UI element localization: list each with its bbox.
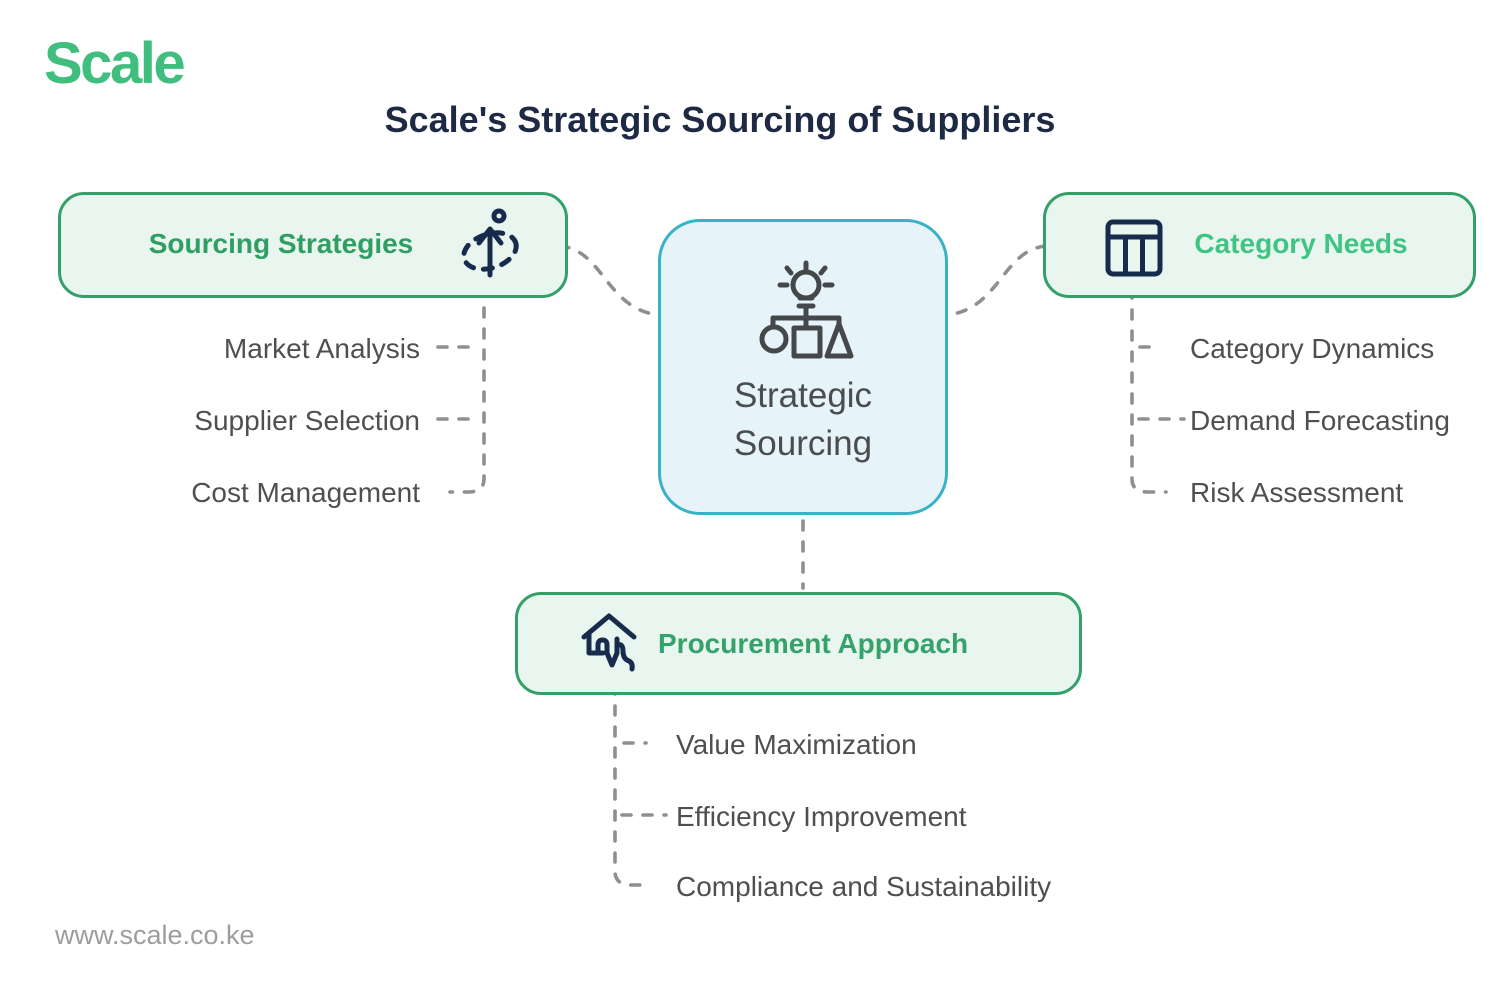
branch-label-procurement-approach: Procurement Approach [658,628,969,659]
list-item-efficiency-improvement: Efficiency Improvement [676,801,967,832]
list-item-category-dynamics: Category Dynamics [1190,333,1435,364]
center-node-strategic-sourcing: Strategic Sourcing [658,219,948,515]
branch-label-category-needs: Category Needs [1194,228,1408,259]
list-item-risk-assessment: Risk Assessment [1190,477,1404,508]
list-item-cost-management: Cost Management [191,477,420,508]
center-node-label-line1: Strategic [733,376,873,415]
center-node-label-line2: Sourcing [733,424,873,463]
list-item-value-maximization: Value Maximization [676,729,917,760]
branch-box-procurement-approach: Procurement Approach [515,592,1082,695]
connector-procurement-branch [613,662,651,887]
branch-label-sourcing-strategies: Sourcing Strategies [148,228,414,259]
lightbulb-decision-icon [756,260,856,373]
connector-sourcing-branch [448,264,486,494]
list-item-market-analysis: Market Analysis [223,333,420,364]
house-tap-icon [576,609,642,686]
connector-sourcing-to-center [558,244,662,317]
direction-arrow-icon [453,205,529,294]
list-item-compliance-sustainability: Compliance and Sustainability [676,871,1052,902]
website-url: www.scale.co.ke [55,920,255,950]
center-node-label: Strategic Sourcing [661,372,945,468]
page-title: Scale's Strategic Sourcing of Suppliers [384,99,1056,140]
branch-box-sourcing-strategies: Sourcing Strategies [58,192,568,298]
list-item-supplier-selection: Supplier Selection [194,405,420,436]
connector-category-to-center [944,244,1048,317]
brand-logo: Scale [44,31,186,96]
list-item-demand-forecasting: Demand Forecasting [1190,405,1450,436]
table-columns-icon [1103,216,1165,285]
branch-box-category-needs: Category Needs [1043,192,1476,298]
connector-category-branch [1130,266,1168,494]
